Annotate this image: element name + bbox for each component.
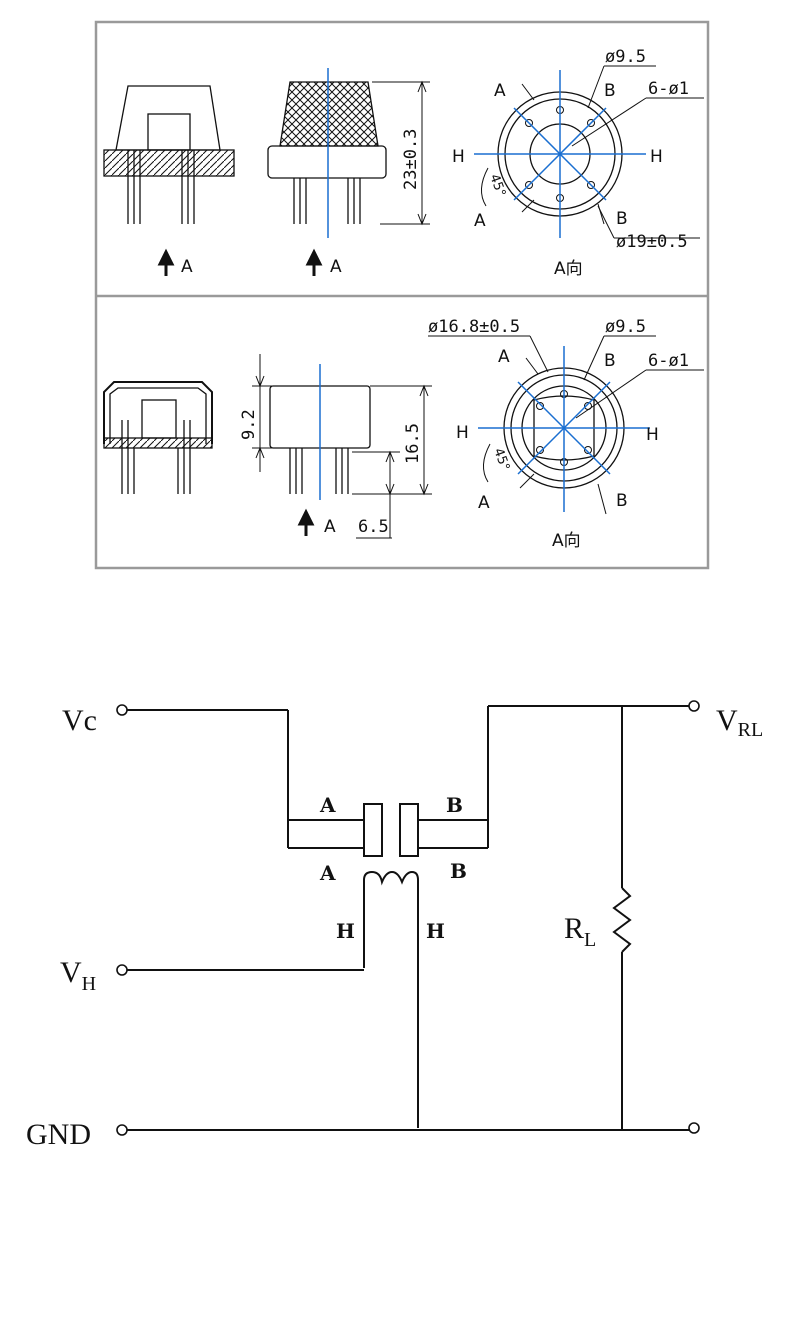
view-arrow-icon <box>305 248 323 276</box>
pin-a-label: A <box>498 347 510 367</box>
dim-outer-dia-label: ø16.8±0.5 <box>428 317 520 337</box>
vh-terminal <box>116 964 128 976</box>
bottom-external-view: 9.2 16.5 6.5 A <box>239 354 432 539</box>
pin-a-label: A <box>474 211 486 231</box>
body-height-dimension <box>252 354 276 472</box>
view-label: A <box>330 257 342 277</box>
vrl-label: VRL <box>716 704 763 741</box>
top-external-view: A 23±0.3 <box>267 68 430 277</box>
view-direction-label: A向 <box>554 259 583 279</box>
pin-a-label: A <box>319 793 336 817</box>
dim-pin-length-label: 6.5 <box>358 517 389 537</box>
pin-b-label: B <box>616 209 628 229</box>
gnd-right-terminal <box>688 1122 700 1134</box>
view-direction-label: A向 <box>552 531 581 551</box>
pin-h-label: H <box>646 425 659 445</box>
pin-b-label: B <box>604 81 616 101</box>
dim-pins-label: 6-ø1 <box>648 79 689 99</box>
angle-label: 45° <box>490 446 512 473</box>
dim-inner-dia-label: ø9.5 <box>605 317 646 337</box>
dim-pins-label: 6-ø1 <box>648 351 689 371</box>
height-dimension <box>372 80 430 226</box>
vh-label: VH <box>60 956 96 995</box>
package-drawing-frame <box>94 20 710 570</box>
bottom-section-view <box>103 381 213 494</box>
top-section-view: A <box>103 85 235 277</box>
bottom-bottom-view: ø16.8±0.5 ø9.5 6-ø1 A B H H A B 45° A向 <box>428 317 704 551</box>
pin-length-dimension <box>352 450 400 539</box>
pin-a-label: A <box>319 861 336 885</box>
view-label: A <box>324 517 336 537</box>
top-bottom-view: A B H H A B ø9.5 6-ø1 ø19±0.5 45° A向 <box>452 47 704 279</box>
bottom-package-panel: 9.2 16.5 6.5 A <box>103 317 704 551</box>
pin-b-label: B <box>616 491 628 511</box>
pin-h-label: H <box>336 919 355 943</box>
dim-body-height-label: 9.2 <box>239 409 259 440</box>
dim-height-label: 23±0.3 <box>401 129 421 190</box>
view-label: A <box>181 257 193 277</box>
total-height-dimension <box>352 384 432 496</box>
pin-b-label: B <box>604 351 616 371</box>
pin-b-label: B <box>450 859 467 883</box>
dim-inner-dia-label: ø9.5 <box>605 47 646 67</box>
dim-outer-dia-label: ø19±0.5 <box>616 232 688 252</box>
pin-a-label: A <box>478 493 490 513</box>
view-arrow-icon <box>157 248 175 276</box>
angle-label: 45° <box>486 172 508 199</box>
dim-total-height-label: 16.5 <box>403 423 423 464</box>
view-arrow-icon <box>297 508 315 536</box>
gnd-label: GND <box>26 1118 91 1151</box>
vc-label: Vc <box>62 704 97 737</box>
pin-h-label: H <box>452 147 465 167</box>
top-package-panel: A A 23±0.3 <box>103 47 704 279</box>
rl-label: RL <box>564 912 596 951</box>
electrode-b <box>399 705 690 857</box>
gnd-terminal <box>116 1124 128 1136</box>
electrode-a <box>287 803 383 857</box>
pin-b-label: B <box>446 793 463 817</box>
pin-a-label: A <box>494 81 506 101</box>
vc-wire <box>126 709 289 820</box>
test-circuit: Vc VH VRL RL GND A B A B H H <box>26 700 763 1151</box>
load-resistor <box>612 706 632 1130</box>
vc-terminal <box>116 704 128 716</box>
pin-h-label: H <box>426 919 445 943</box>
pin-h-label: H <box>650 147 663 167</box>
heater-coil <box>126 870 419 1128</box>
vrl-terminal <box>688 700 700 712</box>
pin-h-label: H <box>456 423 469 443</box>
